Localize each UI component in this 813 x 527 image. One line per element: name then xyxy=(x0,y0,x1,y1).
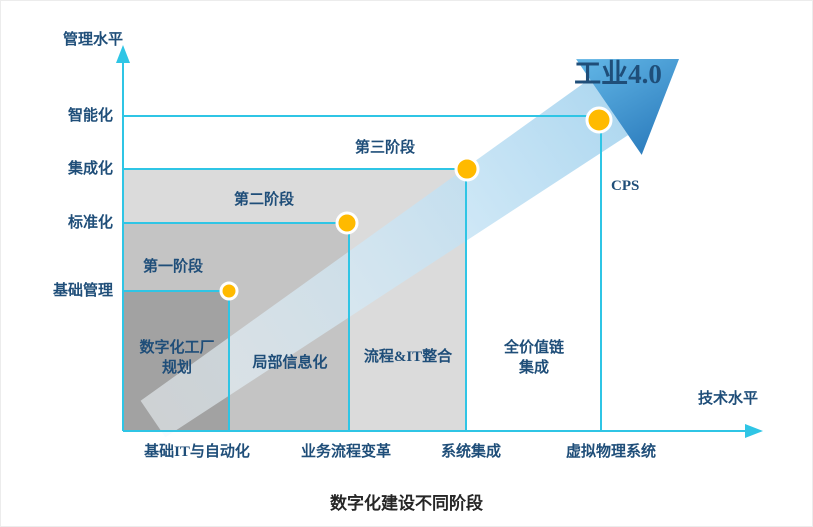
stage3-label: 第三阶段 xyxy=(354,140,416,156)
y-tick-integration: 集成化 xyxy=(67,161,113,177)
cps-annotation: CPS xyxy=(611,178,640,194)
box1-label: 数字化工厂规划 xyxy=(139,340,215,376)
x-tick-basic-it-automation: 基础IT与自动化 xyxy=(144,444,250,460)
box4-label: 全价值链集成 xyxy=(503,340,564,376)
axis-arrowheads xyxy=(116,45,763,438)
growth-arrow-body xyxy=(140,78,629,438)
y-tick-standardization: 标准化 xyxy=(67,215,113,231)
stage2-dot xyxy=(335,211,359,235)
x-tick-cyber-physical-system: 虚拟物理系统 xyxy=(565,444,657,460)
stage-dots xyxy=(219,106,613,301)
stage3-dot xyxy=(454,156,480,182)
x-axis-title: 技术水平 xyxy=(698,391,759,407)
stage1-label: 第一阶段 xyxy=(142,259,204,275)
stage2-label: 第二阶段 xyxy=(233,192,295,208)
x-tick-system-integration: 系统集成 xyxy=(440,444,502,460)
axis-lines xyxy=(122,59,747,432)
y-tick-intelligence: 智能化 xyxy=(67,108,113,124)
x-axis-arrowhead xyxy=(745,424,763,438)
stage1-dot xyxy=(219,281,239,301)
box2-label: 局部信息化 xyxy=(252,355,328,371)
box3-label: 流程&IT整合 xyxy=(363,349,453,365)
y-tick-basic-management: 基础管理 xyxy=(52,283,113,299)
growth-arrow-head xyxy=(576,59,679,155)
y-axis-title: 管理水平 xyxy=(63,32,124,48)
diagram-title: 数字化建设不同阶段 xyxy=(330,494,483,513)
y-axis-arrowhead xyxy=(116,45,130,63)
stage4-dot xyxy=(585,106,613,134)
industry-4-0-label: 工业4.0 xyxy=(574,59,662,89)
x-tick-process-transformation: 业务流程变革 xyxy=(300,444,392,460)
